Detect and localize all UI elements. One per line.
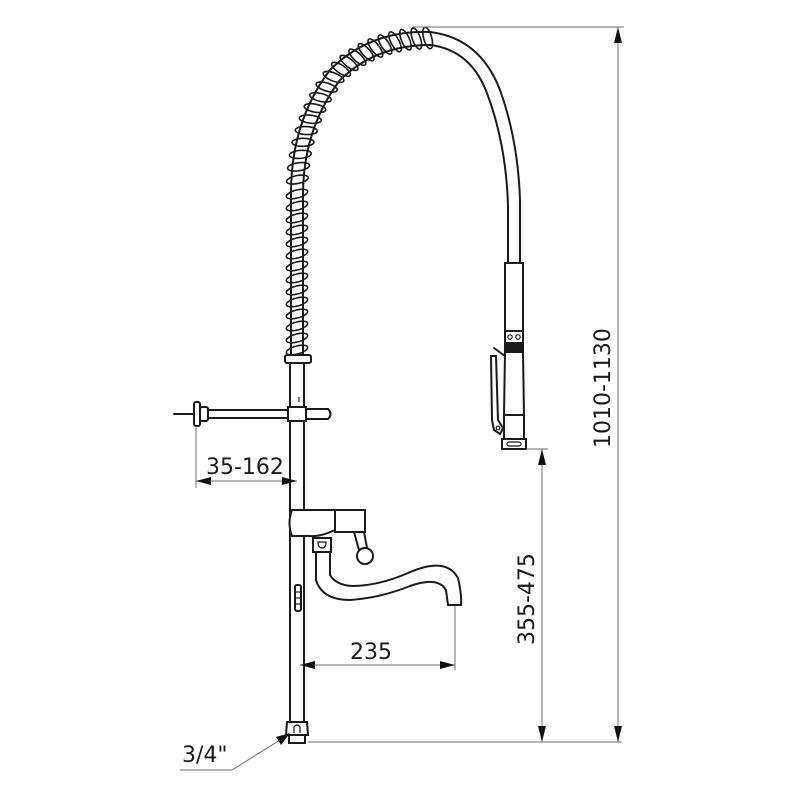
spring-coil	[285, 344, 309, 356]
spring-coil	[285, 296, 309, 308]
dimension-handset-height: 355-475	[515, 448, 548, 742]
spring-coil	[285, 174, 310, 185]
spring-coil	[285, 188, 309, 200]
spring-coil	[285, 332, 309, 344]
spring-coil	[330, 61, 352, 78]
spring-coil	[285, 284, 309, 296]
mixer-valve	[288, 509, 374, 565]
spring-coil	[294, 125, 319, 136]
spring-coil	[322, 70, 345, 84]
spring-coil	[285, 248, 309, 260]
total-height-label: 1010-1130	[591, 328, 616, 448]
dimension-spout-reach: 235	[300, 606, 456, 670]
spring-coil	[285, 212, 309, 224]
bottom-connector	[284, 721, 310, 744]
spring-coil	[388, 31, 403, 53]
connection-size-label: 3/4"	[182, 743, 228, 768]
spring-coil	[422, 26, 434, 50]
spring-coil	[285, 236, 309, 248]
dimension-bracket-offset: 35-162	[195, 426, 297, 488]
spring-coil	[357, 42, 375, 62]
spring-coil	[377, 34, 393, 55]
spring-coil	[410, 27, 423, 50]
connection-leader: 3/4"	[180, 733, 290, 771]
spring-coil	[285, 260, 309, 272]
spring-coil	[315, 81, 338, 93]
spring-coil	[285, 320, 309, 332]
spring-coil	[286, 161, 311, 172]
wall-bracket	[173, 401, 332, 427]
spring-coil	[303, 102, 327, 114]
dimension-total-height: 1010-1130	[413, 26, 624, 742]
spring-hose	[284, 26, 521, 364]
handset-height-label: 355-475	[515, 553, 540, 645]
spring-coil	[285, 272, 309, 284]
spring-coil	[348, 48, 367, 67]
swivel-spout	[315, 551, 463, 606]
spout-reach-label: 235	[350, 640, 392, 665]
spring-coil	[367, 38, 384, 58]
bracket-offset-label: 35-162	[206, 455, 284, 480]
spring-coil	[288, 149, 313, 160]
spring-coil	[339, 54, 359, 72]
spring-coil	[285, 308, 309, 320]
spray-handset	[489, 262, 527, 450]
spring-coil	[291, 137, 315, 148]
spring-coil	[308, 91, 332, 103]
spring-coil	[285, 224, 309, 236]
spring-coil	[285, 200, 309, 212]
spring-coil	[398, 28, 413, 51]
spring-coil	[298, 114, 323, 125]
